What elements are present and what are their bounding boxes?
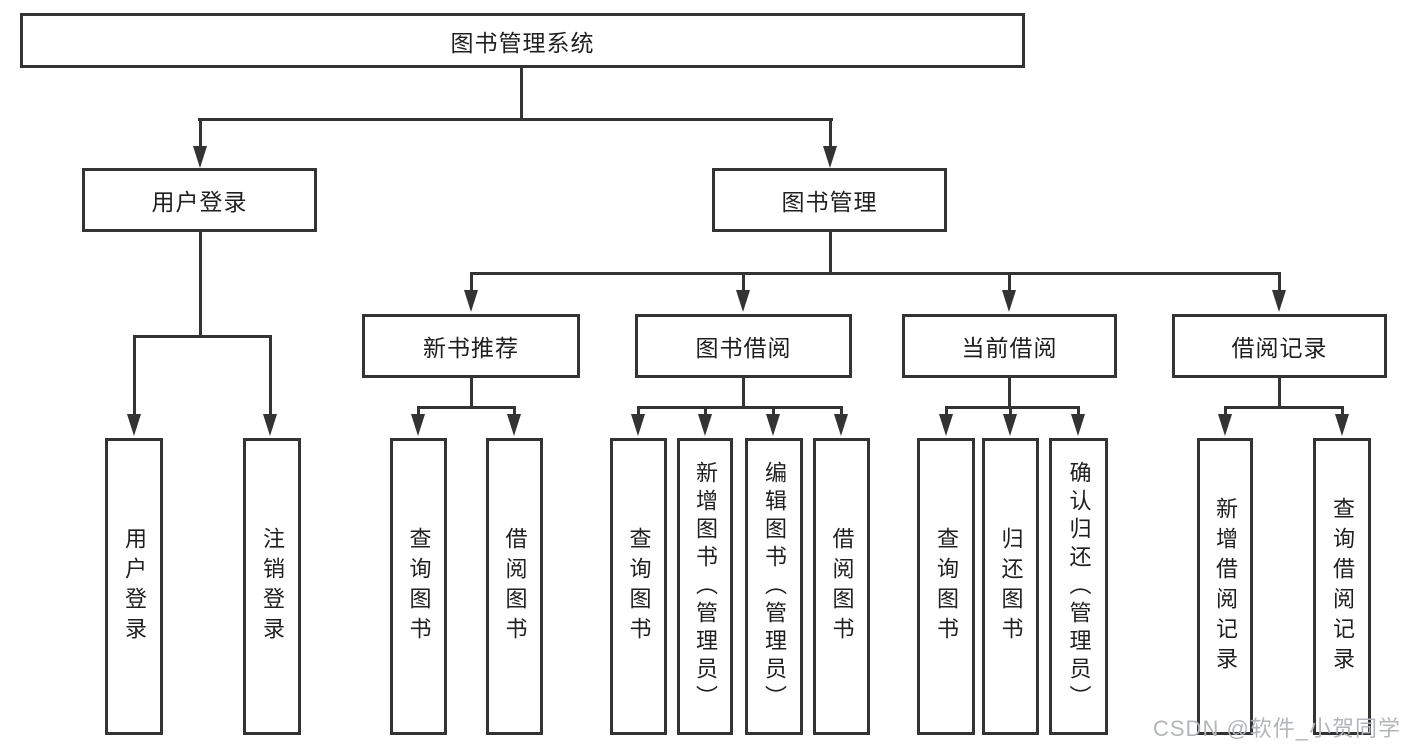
leaf-label: 编辑图书（管理员）	[762, 460, 787, 713]
leaf-label: 查询图书	[626, 526, 652, 647]
leaf-edit-books-admin: 编辑图书（管理员）	[745, 438, 803, 735]
leaf-label: 用户登录	[122, 526, 147, 647]
leaf-label: 注销登录	[260, 526, 285, 647]
leaf-query-books-current: 查询图书	[917, 438, 975, 735]
arrow-down-icon	[766, 414, 780, 436]
connector-line	[1278, 272, 1281, 294]
leaf-label: 借阅图书	[502, 526, 528, 647]
connector-line	[198, 118, 833, 121]
arrow-down-icon	[1003, 414, 1017, 436]
node-label: 新书推荐	[423, 335, 519, 361]
connector-line	[772, 406, 775, 418]
connector-line	[1224, 406, 1343, 409]
arrow-down-icon	[1002, 290, 1016, 312]
connector-line	[1008, 378, 1011, 408]
arrow-down-icon	[193, 146, 207, 168]
connector-line	[133, 335, 272, 338]
arrow-down-icon	[736, 290, 750, 312]
leaf-label: 新增借阅记录	[1213, 496, 1238, 677]
leaf-label: 查询借阅记录	[1330, 496, 1355, 677]
leaf-user-login: 用户登录	[105, 438, 163, 735]
connector-line	[704, 406, 707, 418]
arrow-down-icon	[698, 414, 712, 436]
connector-line	[1278, 378, 1281, 408]
connector-line	[1341, 406, 1344, 418]
connector-line	[829, 118, 832, 150]
leaf-borrow-books-recommend: 借阅图书	[486, 438, 543, 735]
connector-line	[513, 406, 516, 418]
connector-line	[133, 335, 136, 418]
arrow-down-icon	[631, 414, 645, 436]
node-borrow-records: 借阅记录	[1172, 314, 1387, 378]
arrow-down-icon	[411, 414, 425, 436]
connector-line	[417, 406, 516, 409]
arrow-down-icon	[834, 414, 848, 436]
arrow-down-icon	[127, 414, 141, 436]
leaf-label: 查询图书	[934, 526, 959, 647]
leaf-query-books-recommend: 查询图书	[390, 438, 447, 735]
node-library-system: 图书管理系统	[20, 13, 1025, 68]
connector-line	[199, 118, 202, 150]
node-label: 当前借阅	[961, 335, 1058, 361]
arrow-down-icon	[823, 146, 837, 168]
arrow-down-icon	[464, 290, 478, 312]
connector-line	[840, 406, 843, 418]
connector-line	[520, 68, 523, 120]
connector-line	[637, 406, 842, 409]
connector-line	[1009, 406, 1012, 418]
leaf-logout: 注销登录	[243, 438, 301, 735]
leaf-label: 查询图书	[406, 526, 432, 647]
node-label: 用户登录	[151, 189, 248, 215]
leaf-label: 新增图书（管理员）	[693, 460, 718, 713]
connector-line	[945, 406, 1080, 409]
connector-line	[742, 272, 745, 294]
arrow-down-icon	[1335, 414, 1349, 436]
connector-line	[637, 406, 640, 418]
arrow-down-icon	[1071, 414, 1085, 436]
node-user-login: 用户登录	[82, 168, 317, 232]
arrow-down-icon	[1272, 290, 1286, 312]
leaf-borrow-books-borrowing: 借阅图书	[813, 438, 870, 735]
connector-line	[945, 406, 948, 418]
connector-line	[1008, 272, 1011, 294]
leaf-label: 借阅图书	[829, 526, 855, 647]
node-current-borrowing: 当前借阅	[902, 314, 1117, 378]
node-label: 图书管理系统	[450, 29, 595, 56]
node-label: 图书管理	[781, 189, 878, 215]
connector-line	[470, 378, 473, 408]
leaf-label: 确认归还（管理员）	[1066, 460, 1092, 713]
node-label: 借阅记录	[1231, 335, 1328, 361]
arrow-down-icon	[939, 414, 953, 436]
node-label: 图书借阅	[695, 335, 792, 361]
node-book-management: 图书管理	[712, 168, 947, 232]
csdn-watermark: CSDN @软件_小贺同学	[1153, 716, 1402, 741]
connector-line	[417, 406, 420, 418]
arrow-down-icon	[263, 414, 277, 436]
connector-line	[1224, 406, 1227, 418]
connector-line	[269, 335, 272, 418]
leaf-add-books-admin: 新增图书（管理员）	[677, 438, 733, 735]
node-book-borrowing: 图书借阅	[635, 314, 852, 378]
leaf-confirm-return-admin: 确认归还（管理员）	[1049, 438, 1108, 735]
leaf-query-borrow-record: 查询借阅记录	[1313, 438, 1371, 735]
arrow-down-icon	[507, 414, 521, 436]
node-new-book-recommend: 新书推荐	[362, 314, 580, 378]
leaf-return-books: 归还图书	[982, 438, 1039, 735]
connector-line	[742, 378, 745, 408]
leaf-query-books-borrowing: 查询图书	[610, 438, 667, 735]
connector-line	[829, 232, 832, 274]
connector-line	[1077, 406, 1080, 418]
leaf-add-borrow-record: 新增借阅记录	[1197, 438, 1253, 735]
connector-line	[470, 272, 1281, 275]
connector-line	[199, 232, 202, 337]
connector-line	[470, 272, 473, 294]
arrow-down-icon	[1218, 414, 1232, 436]
leaf-label: 归还图书	[998, 526, 1024, 647]
